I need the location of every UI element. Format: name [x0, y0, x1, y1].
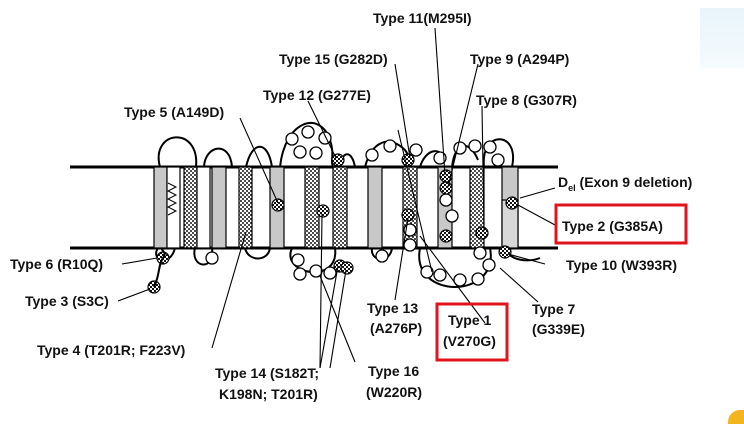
- type1-highlight-box: [435, 302, 509, 362]
- label-type9: Type 9 (A294P): [470, 51, 569, 67]
- label-type7-line1: Type 7: [532, 301, 576, 317]
- transmembrane-helices: [153, 166, 519, 249]
- residue-type8: [475, 226, 489, 240]
- helix-3a: [211, 166, 227, 249]
- helix-coil: [166, 182, 178, 216]
- residue-type10: [498, 245, 512, 259]
- label-type12: Type 12 (G277E): [263, 87, 371, 103]
- helix-5b: [367, 166, 383, 249]
- type2-highlight-box: [554, 203, 688, 245]
- deletion-d: D: [558, 174, 568, 190]
- helix-1b: [166, 166, 181, 249]
- label-type6: Type 6 (R10Q): [10, 256, 103, 272]
- residue-type1: [439, 229, 453, 243]
- helix-3b: [238, 166, 253, 249]
- deletion-subscript: el: [568, 183, 576, 193]
- label-type11: Type 11(M295I): [373, 10, 472, 26]
- label-type5: Type 5 (A149D): [124, 104, 224, 120]
- label-type8: Type 8 (G307R): [476, 92, 577, 108]
- n-terminus-tail: [153, 247, 166, 288]
- label-deletion: Del (Exon 9 deletion): [558, 174, 692, 193]
- label-type2: Type 2 (G385A): [562, 218, 663, 234]
- residue-type14a: [316, 204, 330, 218]
- label-type16-line1: Type 16: [368, 363, 419, 379]
- residue-type5: [271, 198, 285, 212]
- label-type4: Type 4 (T201R; F223V): [37, 342, 185, 358]
- residue-type16: [340, 261, 354, 275]
- deletion-description: (Exon 9 deletion): [576, 174, 693, 190]
- label-type13-line1: Type 13: [367, 300, 418, 316]
- label-type7-line2: (G339E): [532, 321, 585, 337]
- label-type14-line2: K198N; T201R): [219, 386, 318, 402]
- residue-type2: [505, 196, 519, 210]
- background-tint: [700, 8, 744, 68]
- label-type1-line2: (V270G): [443, 333, 496, 349]
- label-type3: Type 3 (S3C): [25, 293, 109, 309]
- label-type14-line1: Type 14 (S182T;: [215, 365, 319, 381]
- residue-type12: [331, 153, 345, 167]
- helix-2b: [196, 166, 211, 249]
- label-type13-line2: (A276P): [370, 320, 422, 336]
- label-type10: Type 10 (W393R): [566, 257, 677, 273]
- mutation-residues: [147, 153, 519, 294]
- helix-5a: [332, 166, 348, 249]
- residue-type9: [439, 181, 453, 195]
- helix-2a: [183, 166, 198, 249]
- helix-4b: [304, 166, 320, 249]
- corner-logo: [728, 410, 744, 424]
- helix-1a: [153, 166, 168, 249]
- residue-circles-open: [205, 125, 505, 287]
- label-type15: Type 15 (G282D): [279, 51, 388, 67]
- label-type1-line1: Type 1: [448, 312, 492, 328]
- label-type16-line2: (W220R): [366, 384, 422, 400]
- leader-lines: [117, 27, 556, 369]
